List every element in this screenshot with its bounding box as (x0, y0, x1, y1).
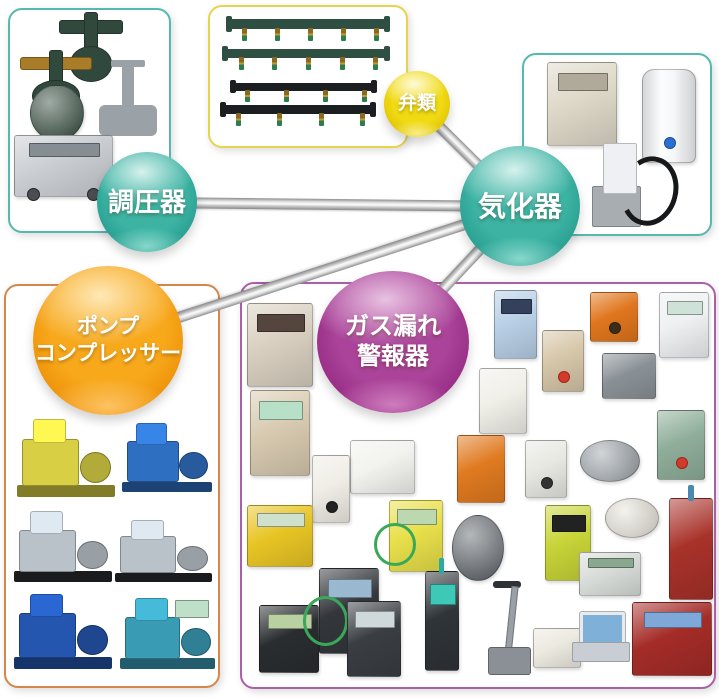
compressor-silver-b (115, 519, 212, 582)
alarm-receiver-panel (247, 303, 313, 387)
sensor-gray-dome (580, 440, 640, 482)
box-vaporizers (522, 53, 712, 236)
node-alarms-label-line1: ガス漏れ (345, 313, 441, 340)
compressor-blue-b (14, 592, 112, 669)
detector-black-tube (347, 601, 401, 677)
trolley-leak-detector (485, 581, 537, 675)
node-pumps[interactable]: ポンプ コンプレッサー (33, 266, 183, 415)
regulator-round (30, 85, 84, 141)
pump-yellow (17, 417, 115, 497)
vaporizer-beige-unit (547, 62, 617, 146)
manifold-black-a (229, 80, 378, 103)
sensor-explosionproof-round (452, 515, 504, 581)
node-alarms-label-line2: 警報器 (357, 343, 429, 370)
node-pumps-label-line2: コンプレッサー (34, 341, 182, 365)
node-regulator-label: 調圧器 (107, 186, 186, 217)
detector-yellow-probe (374, 500, 443, 572)
ceiling-detector (605, 498, 659, 538)
node-alarms[interactable]: ガス漏れ 警報器 (317, 271, 469, 413)
analyzer-red-strap (632, 602, 712, 676)
detector-beige-lamp (542, 330, 584, 392)
node-regulator[interactable]: 調圧器 (97, 152, 197, 252)
sensor-orange-bracket (590, 292, 638, 342)
portable-teal-antenna (425, 558, 459, 671)
manifold-black-b (220, 102, 376, 127)
monitor-yellow-lcd (247, 505, 313, 567)
node-valves-label: 弁類 (397, 93, 436, 115)
node-valves[interactable]: 弁類 (384, 71, 450, 137)
node-vaporizer-label: 気化器 (477, 190, 562, 222)
detector-lightblue (494, 290, 537, 359)
panel-green-lamp (657, 410, 705, 480)
vaporizer-hose-unit (590, 143, 686, 233)
relief-valve (98, 60, 158, 138)
sensor-white-port (312, 455, 350, 523)
analyzer-laptop (572, 610, 630, 664)
box-alarms (240, 282, 716, 689)
node-vaporizer[interactable]: 気化器 (460, 146, 580, 266)
compressor-teal (120, 597, 215, 669)
manifold-green-b (222, 46, 390, 71)
meter-gray-cable (579, 552, 641, 596)
detector-red-case (669, 485, 713, 600)
sensor-white-eye (525, 440, 567, 498)
vaporizer-cylinder-cx (642, 69, 696, 163)
node-pumps-label-line1: ポンプ (76, 315, 140, 339)
detector-lcd-white (659, 292, 709, 358)
cabinet-white-slats (479, 368, 527, 434)
cabinet-white-box (350, 440, 415, 494)
box-valves (208, 5, 408, 148)
regulator-station-unit (14, 135, 113, 201)
compressor-blue-a (122, 422, 212, 492)
compressor-silver-a (14, 510, 112, 582)
manifold-green-a (226, 16, 391, 43)
box-regulators (8, 8, 171, 233)
sensor-orange-filter (457, 435, 505, 503)
sensor-gray-bracket (602, 353, 656, 399)
cabinet-beige-lcd (250, 390, 310, 476)
